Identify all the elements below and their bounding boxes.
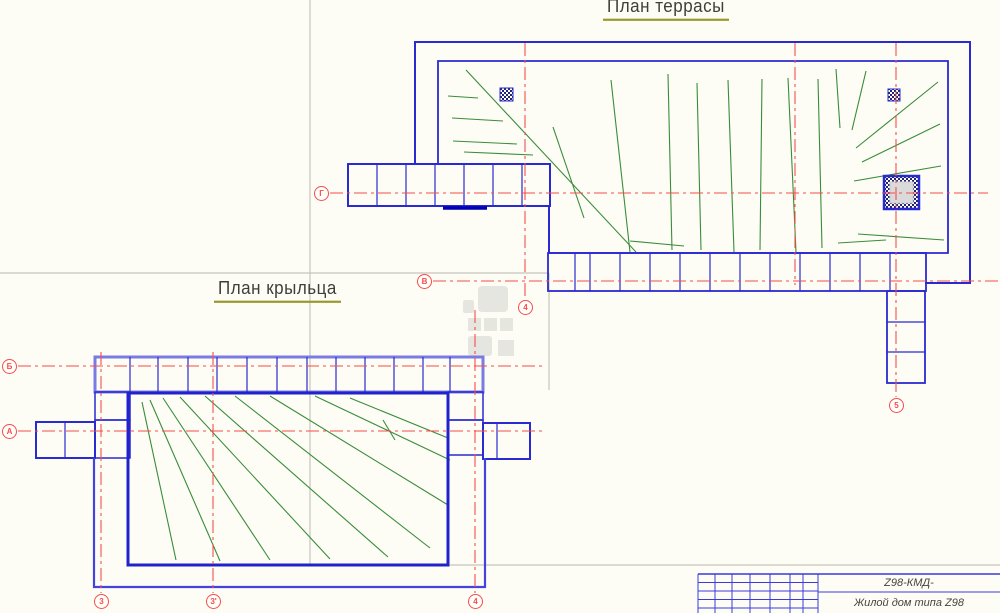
axis-label-g: Г (319, 188, 324, 198)
axis-marker-a: А (2, 424, 17, 439)
terrace-plan-drawing (347, 41, 971, 384)
small-column-right (887, 88, 901, 102)
axis-label-4-terrace: 4 (523, 302, 528, 312)
axis-marker-v: В (417, 274, 432, 289)
porch-platform (126, 391, 450, 567)
axis-marker-3: 3 (94, 594, 109, 609)
porch-plan-title: План крыльца (214, 278, 341, 303)
terrace-columns (499, 87, 921, 211)
terrace-stair-band (347, 163, 551, 207)
axis-label-3-prime: 3' (210, 596, 217, 606)
axis-label-v: В (421, 276, 428, 286)
title-block-project-name: Жилой дом типа Z98 (854, 596, 964, 609)
porch-hatch-lines (141, 395, 451, 562)
watermark-logo (463, 286, 514, 356)
title-block-document-code: Z98-КМД- (884, 577, 934, 589)
terrace-hatch-lines (447, 68, 945, 253)
porch-top-band (93, 355, 485, 394)
viewport-reference-lines (0, 0, 1000, 566)
axis-label-3: 3 (99, 596, 104, 606)
terrace-right-band (886, 290, 926, 384)
axis-marker-4-porch: 4 (468, 594, 483, 609)
axis-marker-g: Г (314, 186, 329, 201)
axis-label-b: Б (6, 361, 13, 371)
axis-grid-lines (18, 43, 1000, 593)
terrace-walls (414, 41, 971, 284)
axis-marker-4-terrace: 4 (518, 300, 533, 315)
axis-marker-b: Б (2, 359, 17, 374)
terrace-plan-title: План террасы (603, 0, 729, 21)
porch-left-protrusion (35, 421, 96, 459)
axis-label-4-porch: 4 (473, 596, 478, 606)
axis-label-a: А (6, 426, 13, 436)
porch-outer-boundary (92, 458, 487, 589)
porch-plan-drawing (35, 355, 531, 589)
small-column-left (499, 87, 514, 102)
title-block-grid (697, 573, 1000, 613)
axis-marker-3-prime: 3' (206, 594, 221, 609)
axis-marker-5: 5 (889, 398, 904, 413)
axis-label-5: 5 (894, 400, 899, 410)
terrace-bottom-band (547, 252, 927, 292)
porch-right-protrusion (482, 422, 531, 460)
